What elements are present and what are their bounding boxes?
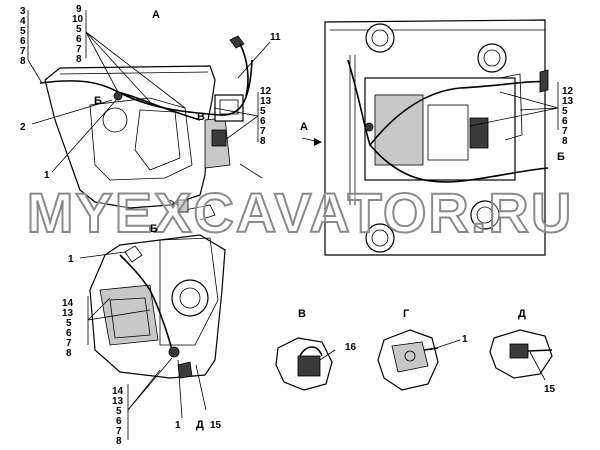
marker-b-lower-label: Б bbox=[150, 223, 158, 235]
callout-stack-right-3: 6 bbox=[562, 116, 568, 127]
callout-stack-lower-a-2: 5 bbox=[66, 318, 72, 329]
view-letters: А А Б Б Б В В Г Д Д bbox=[94, 9, 565, 431]
callout-stack-mid-right-2: 5 bbox=[260, 106, 266, 117]
detail-view-v bbox=[275, 337, 333, 391]
callout-stack-top-mid-1: 10 bbox=[72, 14, 84, 25]
callout-1-top: 1 bbox=[44, 170, 50, 181]
marker-d-label: Д bbox=[196, 419, 204, 431]
callout-15-detail: 15 bbox=[544, 384, 556, 395]
callout-stack-lower-b-1: 13 bbox=[112, 396, 124, 407]
callout-2: 2 bbox=[20, 122, 26, 133]
callout-stack-lower-a-5: 8 bbox=[66, 348, 72, 359]
leader-lines bbox=[27, 10, 559, 440]
callout-stack-top-left-3: 6 bbox=[20, 36, 26, 47]
callout-numbers: 3 4 5 6 7 8 9 10 5 6 7 8 12 13 5 6 7 8 1… bbox=[20, 4, 574, 447]
callout-stack-mid-right-1: 13 bbox=[260, 96, 272, 107]
callout-stack-mid-right-4: 7 bbox=[260, 126, 266, 137]
callout-stack-lower-b-2: 5 bbox=[116, 406, 122, 417]
callout-stack-top-left-5: 8 bbox=[20, 56, 26, 67]
marker-b-label: Б bbox=[94, 95, 102, 107]
marker-b-right-label: Б bbox=[557, 151, 565, 163]
callout-stack-lower-b-0: 14 bbox=[112, 386, 124, 397]
callout-stack-right-5: 8 bbox=[562, 136, 568, 147]
view-a-label: А bbox=[152, 9, 160, 21]
callout-stack-top-left-2: 5 bbox=[20, 26, 26, 37]
detail-view-g bbox=[377, 329, 439, 391]
callout-stack-mid-right-0: 12 bbox=[260, 86, 272, 97]
callout-stack-right-1: 13 bbox=[562, 96, 574, 107]
callout-stack-top-mid-2: 5 bbox=[76, 24, 82, 35]
callout-stack-top-mid-0: 9 bbox=[76, 4, 82, 15]
callout-stack-mid-right-3: 6 bbox=[260, 116, 266, 127]
callout-stack-right-4: 7 bbox=[562, 126, 568, 137]
callout-16: 16 bbox=[345, 342, 357, 353]
callout-stack-lower-a-3: 6 bbox=[66, 328, 72, 339]
callout-1-bottom: 1 bbox=[175, 420, 181, 431]
callout-1-detail: 1 bbox=[462, 334, 468, 345]
callout-stack-top-mid-3: 6 bbox=[76, 34, 82, 45]
callout-1-mid: 1 bbox=[68, 254, 74, 265]
watermark-text: MYEXCAVATOR.RU bbox=[27, 181, 574, 244]
callout-stack-lower-b-3: 6 bbox=[116, 416, 122, 427]
callout-stack-top-mid-5: 8 bbox=[76, 54, 82, 65]
callout-11: 11 bbox=[270, 32, 281, 43]
callout-stack-top-mid-4: 7 bbox=[76, 44, 82, 55]
lower-left-assembly bbox=[89, 234, 226, 379]
detail-view-d bbox=[489, 329, 553, 379]
callout-stack-lower-b-5: 8 bbox=[116, 436, 122, 447]
detail-v-title: В bbox=[298, 308, 306, 320]
callout-stack-lower-a-1: 13 bbox=[62, 308, 74, 319]
callout-15-bottom: 15 bbox=[210, 420, 222, 431]
detail-g-title: Г bbox=[403, 308, 410, 320]
callout-stack-top-left-4: 7 bbox=[20, 46, 26, 57]
upper-right-assembly bbox=[324, 19, 549, 256]
view-a-arrow-label: А bbox=[300, 121, 308, 133]
callout-stack-top-left-0: 3 bbox=[20, 6, 26, 17]
marker-v-label: В bbox=[197, 111, 205, 123]
callout-stack-lower-a-0: 14 bbox=[62, 298, 74, 309]
detail-d-title: Д bbox=[518, 308, 526, 320]
callout-stack-right-2: 5 bbox=[562, 106, 568, 117]
callout-stack-mid-right-5: 8 bbox=[260, 136, 266, 147]
callout-stack-top-left-1: 4 bbox=[20, 16, 26, 27]
callout-stack-lower-a-4: 7 bbox=[66, 338, 72, 349]
callout-stack-lower-b-4: 7 bbox=[116, 426, 122, 437]
callout-stack-right-0: 12 bbox=[562, 86, 574, 97]
